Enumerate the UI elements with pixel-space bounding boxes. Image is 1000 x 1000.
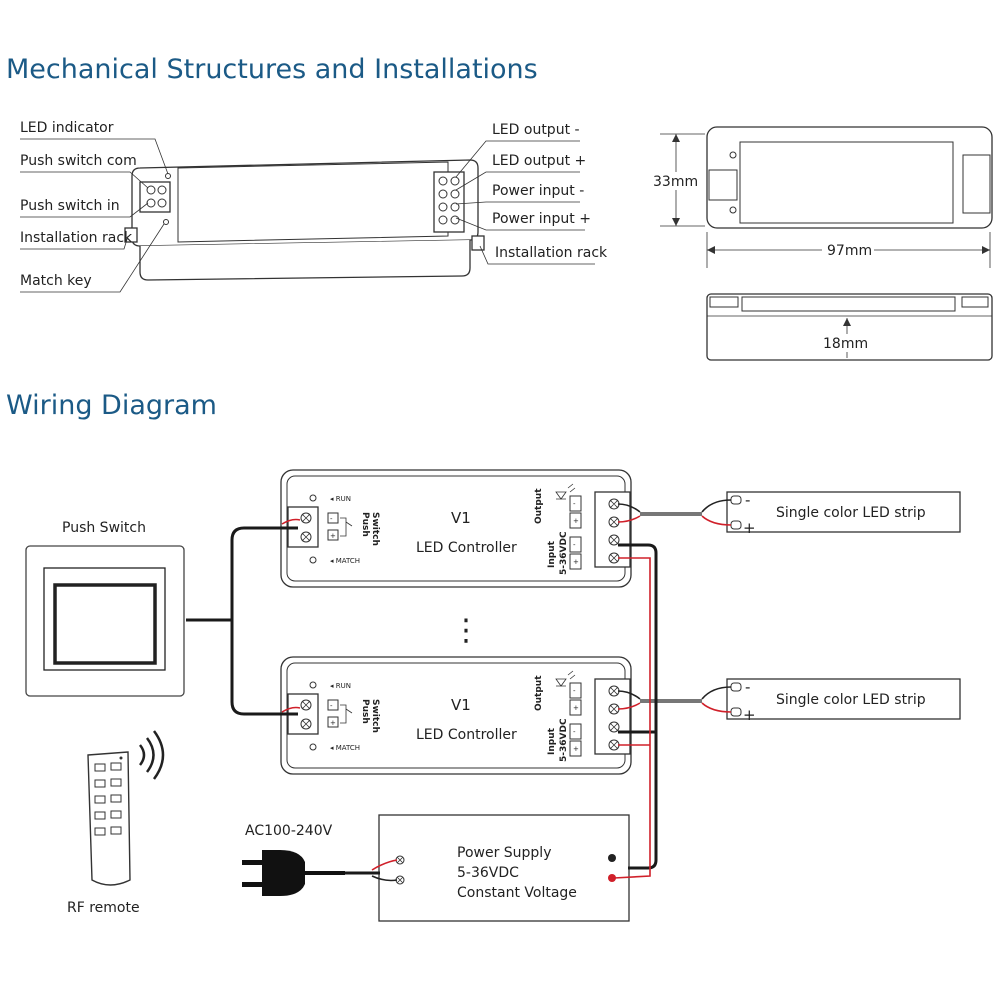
controller-2-in-plus: +	[573, 745, 579, 753]
controller-1-in-plus: +	[573, 558, 579, 566]
controller-1: ◂ RUN ◂ MATCH - + Push Switch V1 LED Con…	[280, 469, 632, 588]
led-strip-2-label: Single color LED strip	[776, 692, 926, 708]
led-strip-1-label: Single color LED strip	[776, 505, 926, 521]
dimension-height: 33mm	[653, 174, 698, 190]
controller-1-name: V1	[451, 509, 471, 527]
label-installation-rack-left: Installation rack	[20, 230, 133, 246]
led-strip-1: - + Single color LED strip	[726, 491, 961, 537]
left-labels: LED indicator Push switch com Push switc…	[20, 120, 169, 293]
controller-1-out-plus: +	[573, 517, 579, 525]
controller-top-view: 33mm 97mm	[650, 126, 993, 268]
dimension-length: 97mm	[827, 243, 872, 259]
push-switch-label: Push Switch	[62, 520, 146, 536]
power-supply: Power Supply 5-36VDC Constant Voltage	[378, 814, 630, 922]
controller-1-switch-label: Switch	[370, 512, 380, 546]
controller-1-input-label: Input	[547, 540, 557, 568]
controller-1-out-minus: -	[573, 500, 576, 508]
led-strip-1-minus: -	[745, 491, 750, 509]
wires	[186, 499, 732, 882]
right-labels: LED output - LED output + Power input - …	[455, 122, 608, 265]
push-switch: Push Switch	[25, 520, 185, 697]
ac-plug: AC100-240V	[242, 823, 345, 896]
label-match-key: Match key	[20, 273, 92, 289]
controller-1-match: ◂ MATCH	[330, 557, 360, 565]
label-led-indicator: LED indicator	[20, 120, 114, 136]
rf-remote-label: RF remote	[67, 900, 140, 916]
controller-2-input-voltage: 5-36VDC	[559, 718, 569, 762]
label-power-input-plus: Power input +	[492, 211, 591, 227]
label-push-switch-com: Push switch com	[20, 153, 137, 169]
controller-2-subtitle: LED Controller	[416, 727, 517, 743]
controller-2-switch-label: Switch	[370, 699, 380, 733]
dimension-depth: 18mm	[823, 336, 868, 352]
controller-1-output-label: Output	[534, 488, 544, 524]
controller-side-view: 18mm	[706, 293, 993, 361]
label-led-output-minus: LED output -	[492, 122, 580, 138]
label-installation-rack-right: Installation rack	[495, 245, 608, 261]
label-led-output-plus: LED output +	[492, 153, 586, 169]
controller-2-match: ◂ MATCH	[330, 744, 360, 752]
controller-1-sw-plus: +	[330, 532, 336, 540]
controller-1-push-label: Push	[360, 512, 370, 537]
power-supply-line-1: Power Supply	[457, 845, 552, 861]
controller-2-run: ◂ RUN	[330, 682, 351, 690]
led-strip-1-plus: +	[743, 519, 756, 537]
controller-2-input-label: Input	[547, 727, 557, 755]
power-supply-line-2: 5-36VDC	[457, 865, 519, 881]
controller-1-sw-minus: -	[330, 515, 333, 523]
controller-1-subtitle: LED Controller	[416, 540, 517, 556]
power-supply-line-3: Constant Voltage	[457, 885, 577, 901]
rf-remote: RF remote	[67, 730, 165, 916]
label-push-switch-in: Push switch in	[20, 198, 120, 214]
led-strip-2: - + Single color LED strip	[726, 678, 961, 724]
controller-2-name: V1	[451, 696, 471, 714]
controller-2-sw-plus: +	[330, 719, 336, 727]
continuation-dots: ⋮	[451, 613, 481, 648]
wiring-title: Wiring Diagram	[6, 390, 217, 421]
controller-2-sw-minus: -	[330, 702, 333, 710]
controller-1-input-voltage: 5-36VDC	[559, 531, 569, 575]
controller-2-in-minus: -	[573, 728, 576, 736]
controller-3d-view	[124, 159, 485, 281]
controller-1-run: ◂ RUN	[330, 495, 351, 503]
label-power-input-minus: Power input -	[492, 183, 584, 199]
led-strip-2-minus: -	[745, 678, 750, 696]
controller-2-out-minus: -	[573, 687, 576, 695]
controller-1-in-minus: -	[573, 541, 576, 549]
led-strip-2-plus: +	[743, 706, 756, 724]
ac-voltage-label: AC100-240V	[245, 823, 333, 839]
controller-2-output-label: Output	[534, 675, 544, 711]
mechanical-title: Mechanical Structures and Installations	[6, 54, 538, 85]
controller-2-out-plus: +	[573, 704, 579, 712]
controller-2: ◂ RUN ◂ MATCH - + Push Switch V1 LED Con…	[280, 656, 632, 775]
controller-2-push-label: Push	[360, 699, 370, 724]
